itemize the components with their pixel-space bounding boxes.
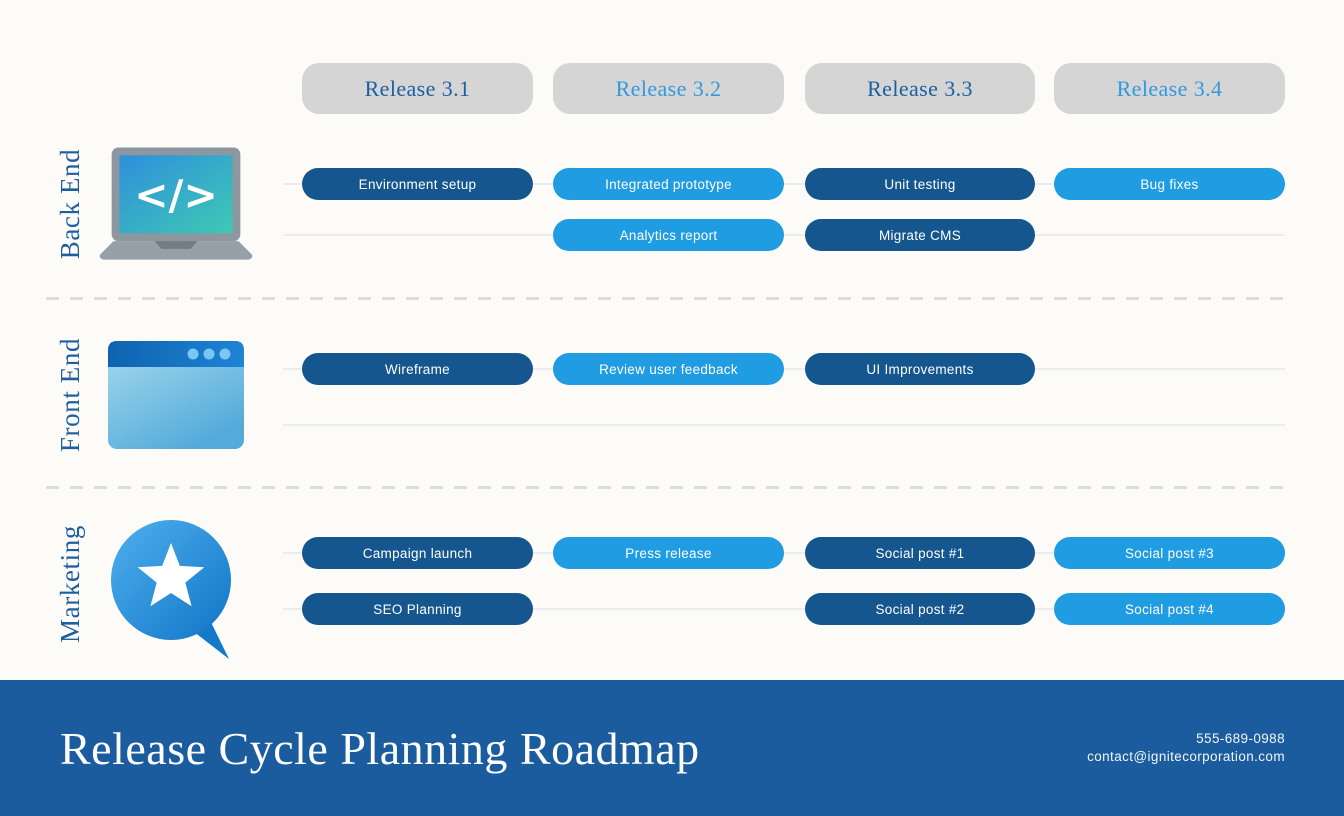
task-label: Migrate CMS bbox=[878, 227, 962, 243]
timeline-line bbox=[283, 608, 1285, 610]
release-header-3-3: Release 3.3 bbox=[805, 63, 1035, 114]
release-header-label: Release 3.1 bbox=[364, 75, 471, 101]
task-pill-social-post-4: Social post #4 bbox=[1054, 593, 1285, 625]
task-pill-campaign-launch: Campaign launch bbox=[302, 537, 533, 569]
release-header-3-1: Release 3.1 bbox=[302, 63, 533, 114]
footer-banner: Release Cycle Planning Roadmap 555-689-0… bbox=[0, 680, 1344, 816]
task-pill-seo-planning: SEO Planning bbox=[302, 593, 533, 625]
task-pill-integrated-prototype: Integrated prototype bbox=[553, 168, 784, 200]
section-label-front-end: Front End bbox=[55, 337, 85, 453]
timeline-line bbox=[283, 183, 1285, 185]
task-pill-social-post-3: Social post #3 bbox=[1054, 537, 1285, 569]
browser-window-icon bbox=[108, 341, 244, 449]
contact-email: contact@ignitecorporation.com bbox=[1087, 749, 1285, 764]
task-label: Review user feedback bbox=[599, 361, 738, 377]
timeline-line bbox=[283, 368, 1285, 370]
task-pill-press-release: Press release bbox=[553, 537, 784, 569]
release-header-label: Release 3.2 bbox=[615, 75, 722, 101]
task-label: Wireframe bbox=[385, 361, 450, 377]
timeline-line bbox=[283, 424, 1285, 426]
task-label: Analytics report bbox=[619, 227, 718, 243]
release-header-3-4: Release 3.4 bbox=[1054, 63, 1285, 114]
contact-block: 555-689-0988 contact@ignitecorporation.c… bbox=[1087, 730, 1285, 765]
task-pill-social-post-1: Social post #1 bbox=[805, 537, 1035, 569]
task-label: Campaign launch bbox=[362, 545, 473, 561]
task-label: Social post #1 bbox=[875, 545, 965, 561]
task-label: UI Improvements bbox=[866, 361, 974, 377]
task-pill-review-user-feedback: Review user feedback bbox=[553, 353, 784, 385]
timeline-line bbox=[283, 234, 1285, 236]
task-pill-analytics-report: Analytics report bbox=[553, 219, 784, 251]
task-label: Unit testing bbox=[884, 176, 956, 192]
task-pill-ui-improvements: UI Improvements bbox=[805, 353, 1035, 385]
section-divider bbox=[46, 486, 1294, 489]
star-speech-bubble-icon bbox=[105, 518, 250, 660]
task-pill-environment-setup: Environment setup bbox=[302, 168, 533, 200]
release-header-label: Release 3.3 bbox=[867, 75, 973, 101]
contact-phone: 555-689-0988 bbox=[1196, 731, 1285, 747]
release-header-3-2: Release 3.2 bbox=[553, 63, 784, 114]
task-label: Press release bbox=[625, 545, 712, 561]
task-label: Integrated prototype bbox=[605, 176, 732, 192]
section-divider bbox=[46, 297, 1294, 300]
section-label-marketing: Marketing bbox=[55, 525, 85, 643]
task-label: Environment setup bbox=[358, 176, 477, 192]
task-pill-bug-fixes: Bug fixes bbox=[1054, 168, 1285, 200]
task-label: SEO Planning bbox=[373, 601, 462, 617]
task-pill-wireframe: Wireframe bbox=[302, 353, 533, 385]
page-title: Release Cycle Planning Roadmap bbox=[60, 722, 700, 774]
laptop-code-icon: </> bbox=[98, 147, 254, 263]
section-label-back-end: Back End bbox=[55, 148, 85, 260]
svg-text:</>: </> bbox=[134, 171, 218, 219]
task-pill-social-post-2: Social post #2 bbox=[805, 593, 1035, 625]
task-label: Social post #2 bbox=[875, 601, 965, 617]
timeline-line bbox=[283, 552, 1285, 554]
task-label: Social post #4 bbox=[1124, 601, 1214, 617]
task-label: Social post #3 bbox=[1124, 545, 1214, 561]
task-pill-unit-testing: Unit testing bbox=[805, 168, 1035, 200]
task-pill-migrate-cms: Migrate CMS bbox=[805, 219, 1035, 251]
release-header-label: Release 3.4 bbox=[1116, 75, 1223, 101]
task-label: Bug fixes bbox=[1140, 176, 1199, 192]
